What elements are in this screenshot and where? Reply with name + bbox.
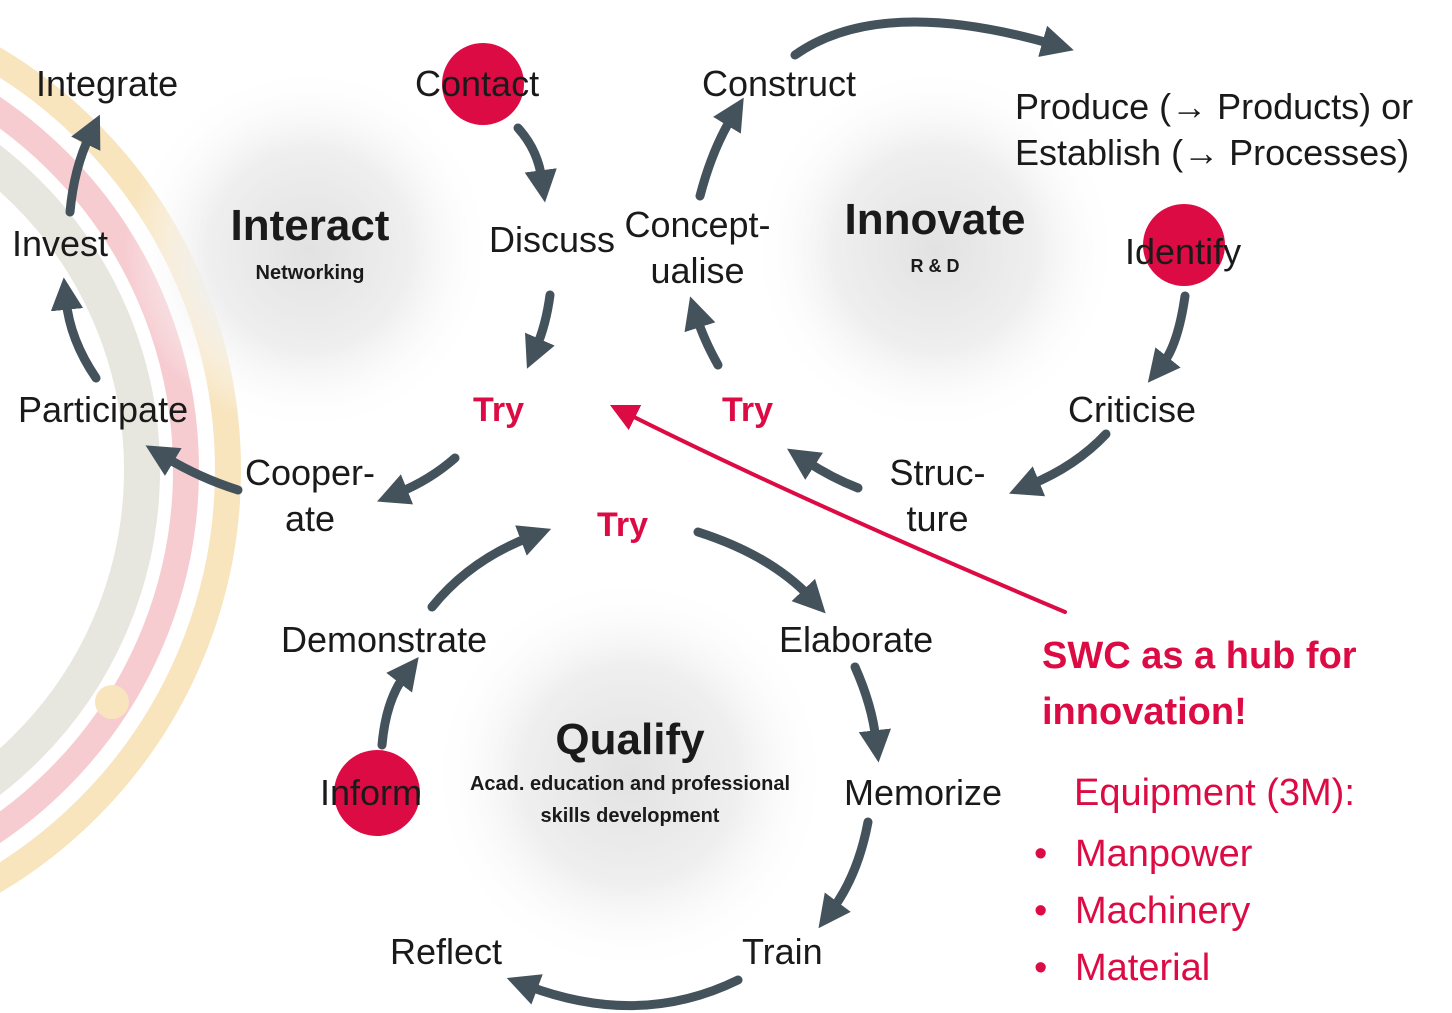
equipment-item: Machinery (1030, 883, 1252, 940)
arrow-demonstrate-try (427, 525, 552, 612)
arrow-train-reflect (506, 974, 743, 1011)
arrow-try-cooperate (376, 453, 460, 505)
node-structure-line1: Struc- (889, 452, 986, 493)
try-label-bottom: Try (597, 506, 649, 544)
node-invest: Invest (12, 223, 109, 264)
node-construct: Construct (702, 63, 857, 104)
qualify-subtitle-line1: Acad. education and professional (469, 773, 791, 795)
node-reflect: Reflect (390, 931, 503, 972)
node-produce-line2: Establish (→ Processes) (1015, 132, 1410, 173)
cycle-arrows (50, 17, 1190, 1011)
arrow-contact-discuss (513, 123, 557, 203)
identify-start-dot (1143, 204, 1225, 286)
arrow-discuss-try (525, 290, 555, 369)
arrow-memorize-train (818, 817, 873, 929)
arrow-cooperate-participate (145, 445, 243, 495)
node-participate: Participate (18, 389, 189, 430)
arrow-structure-try (787, 448, 863, 493)
try-label-right: Try (722, 391, 774, 429)
hub-heading-line2: innovation! (1042, 691, 1247, 733)
hub-heading: SWC as a hub for innovation! (1042, 628, 1357, 740)
innovate-title: Innovate (844, 195, 1026, 244)
qualify-subtitle-line2: skills development (540, 805, 720, 827)
arrow-construct-produce (790, 17, 1074, 60)
band-yellow-dot (95, 685, 129, 719)
band-grey (0, 145, 160, 795)
node-integrate: Integrate (36, 63, 179, 104)
arrow-inform-demonstrate (377, 656, 419, 750)
interact-subtitle: Networking (255, 262, 365, 284)
hub-heading-line1: SWC as a hub for (1042, 635, 1357, 677)
node-discuss: Discuss (489, 219, 616, 260)
equipment-item: Manpower (1030, 826, 1252, 883)
arrow-invest-integrate (65, 114, 101, 217)
innovate-glow (750, 65, 1120, 435)
hub-arrow (609, 404, 1067, 614)
node-elaborate: Elaborate (779, 619, 934, 660)
innovate-subtitle: R & D (910, 256, 960, 276)
node-contact: Contact (415, 63, 540, 104)
interact-title: Interact (230, 201, 390, 250)
node-conceptualise-line1: Concept- (624, 204, 771, 245)
node-memorize: Memorize (844, 772, 1003, 813)
equipment-heading: Equipment (3M): (1074, 772, 1355, 814)
equipment-item: Material (1030, 940, 1252, 997)
arrow-identify-criticise (1147, 291, 1190, 383)
node-structure-line2: ture (906, 498, 969, 539)
arrow-elaborate-memorize (850, 662, 891, 763)
node-conceptualise-line2: ualise (650, 250, 745, 291)
node-cooperate-line1: Cooper- (244, 452, 376, 493)
arrow-participate-invest (50, 277, 101, 383)
qualify-glow (430, 575, 830, 975)
node-inform: Inform (320, 772, 423, 813)
contact-start-dot (442, 43, 524, 125)
node-produce-line1: Produce (→ Products) or (1015, 86, 1414, 127)
interact-glow (125, 65, 495, 435)
node-cooperate-line2: ate (284, 498, 336, 539)
arrow-try-elaborate (693, 527, 826, 614)
arrow-try-conceptualise (684, 296, 723, 370)
band-yellow (0, 47, 241, 893)
node-demonstrate: Demonstrate (281, 619, 488, 660)
arrow-conceptualise-construct (695, 97, 744, 201)
arrow-criticise-structure (1009, 429, 1111, 497)
equipment-list: Manpower Machinery Material (1030, 826, 1252, 997)
inform-start-dot (334, 750, 420, 836)
node-identify: Identify (1125, 231, 1242, 272)
node-criticise: Criticise (1068, 389, 1197, 430)
qualify-title: Qualify (555, 715, 705, 764)
node-train: Train (742, 931, 823, 972)
try-label-left: Try (473, 391, 525, 429)
